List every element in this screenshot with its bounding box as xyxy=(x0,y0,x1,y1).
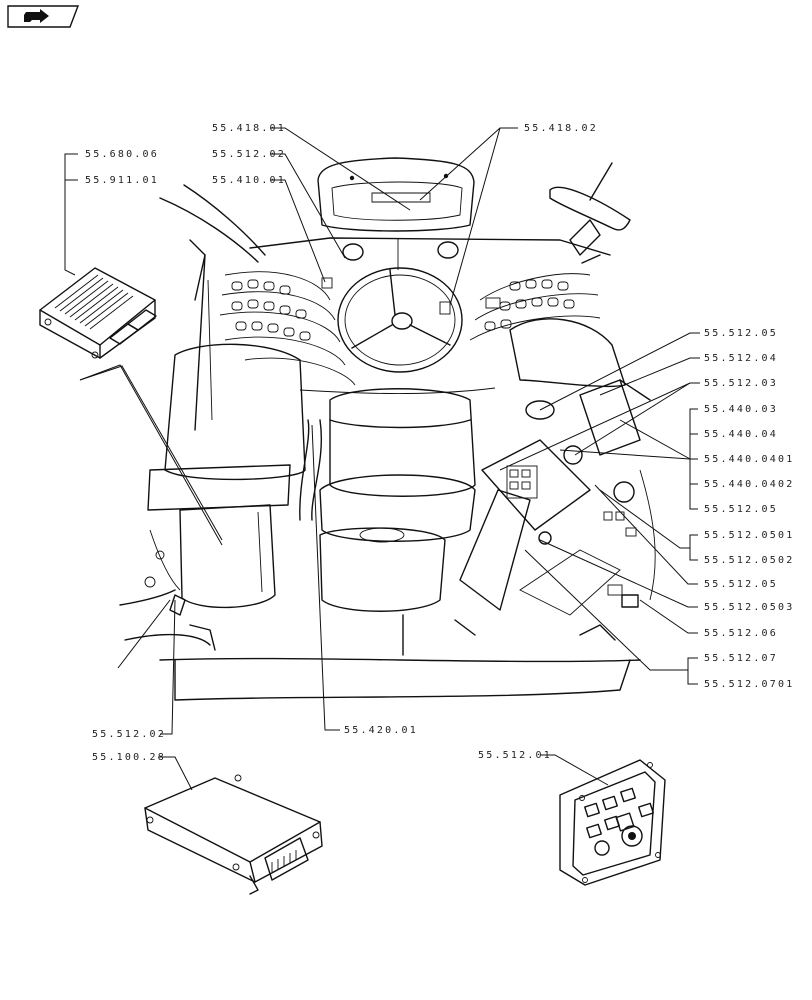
label-55-911-01: 55.911.01 xyxy=(85,175,159,186)
label-55-100-28: 55.100.28 xyxy=(92,752,166,763)
label-55-512-0501: 55.512.0501 xyxy=(704,530,794,541)
label-55-418-01: 55.418.01 xyxy=(212,123,286,134)
label-55-440-0402: 55.440.0402 xyxy=(704,479,794,490)
label-55-512-05-b: 55.512.05 xyxy=(704,504,778,515)
label-55-512-01: 55.512.01 xyxy=(478,750,552,761)
label-55-420-01: 55.420.01 xyxy=(344,725,418,736)
label-55-440-0401: 55.440.0401 xyxy=(704,454,794,465)
label-55-440-03: 55.440.03 xyxy=(704,404,778,415)
label-55-512-0503: 55.512.0503 xyxy=(704,602,794,613)
label-55-512-05-c: 55.512.05 xyxy=(704,579,778,590)
label-55-512-05-a: 55.512.05 xyxy=(704,328,778,339)
label-55-440-04: 55.440.04 xyxy=(704,429,778,440)
controller-module-drawing xyxy=(39,267,157,359)
label-55-512-0502: 55.512.0502 xyxy=(704,555,794,566)
label-55-512-02-top: 55.512.02 xyxy=(212,149,286,160)
label-55-512-04: 55.512.04 xyxy=(704,353,778,364)
navigation-button[interactable] xyxy=(7,5,80,28)
callout-labels: 55.680.06 55.911.01 55.418.01 55.418.02 … xyxy=(85,123,794,763)
label-55-512-02-bottom: 55.512.02 xyxy=(92,729,166,740)
callout-leader-lines xyxy=(64,127,700,791)
label-55-418-02: 55.418.02 xyxy=(524,123,598,134)
label-55-512-0701: 55.512.0701 xyxy=(704,679,794,690)
label-55-410-01: 55.410.01 xyxy=(212,175,286,186)
label-55-512-07: 55.512.07 xyxy=(704,653,778,664)
arrow-navigation-icon xyxy=(24,9,49,23)
control-panel-drawing xyxy=(559,759,666,886)
ecu-box-drawing xyxy=(144,774,323,895)
cab-interior-drawing xyxy=(119,157,656,701)
label-55-512-06: 55.512.06 xyxy=(704,628,778,639)
label-55-680-06: 55.680.06 xyxy=(85,149,159,160)
label-55-512-03: 55.512.03 xyxy=(704,378,778,389)
